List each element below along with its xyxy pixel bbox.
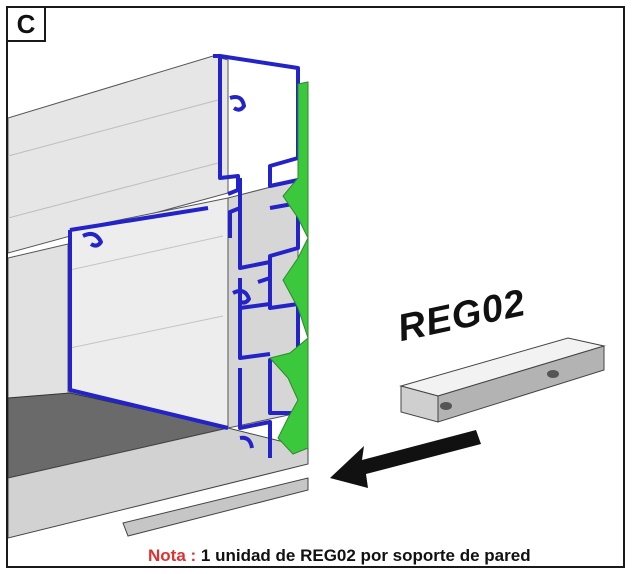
wall-support-green [269,81,309,455]
note: Nota : 1 unidad de REG02 por soporte de … [148,546,531,566]
screw-hole [547,370,559,378]
note-text: 1 unidad de REG02 por soporte de pared [200,546,531,565]
reg02-block [399,337,606,423]
base-strip [122,477,309,537]
note-label: Nota : [148,546,197,565]
arrow-left-icon [330,430,481,488]
lower-panel [8,243,69,409]
panel-tag: C [8,8,46,42]
figure-frame: C REG02 Nota : 1 unidad de REG02 por sop… [6,6,625,568]
profile-outline [68,54,300,458]
bottom-rail [8,427,309,539]
assembly-illustration [8,54,606,539]
screw-hole [440,402,452,410]
